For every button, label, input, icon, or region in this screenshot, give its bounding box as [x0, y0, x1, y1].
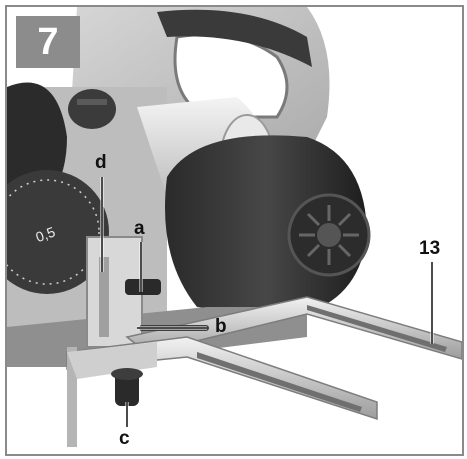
- wing-nut-top: [111, 368, 143, 380]
- depth-dial: [7, 170, 109, 294]
- guide-rail-upper-slot: [307, 305, 447, 352]
- depth-dial-label: 0,5: [33, 223, 57, 245]
- fence-locking-knob: [125, 279, 161, 295]
- depth-dial-scale: [7, 179, 100, 285]
- rotary-knob: [68, 89, 116, 129]
- guide-rail-lower-slot: [197, 352, 362, 412]
- vent-grille-hub: [317, 223, 341, 247]
- figure-number-badge: 7: [16, 16, 80, 68]
- handle-grip: [157, 9, 312, 67]
- callout-d: d: [95, 152, 107, 173]
- callout-13: 13: [419, 238, 441, 259]
- callout-c: c: [119, 428, 130, 449]
- planer-photo-illustration: 0,5: [7, 7, 462, 447]
- wing-nut: [115, 372, 139, 406]
- callout-a: a: [134, 218, 145, 239]
- fence-bracket-slot: [99, 257, 109, 337]
- rotary-knob-ridge: [77, 99, 107, 105]
- vent-slots: [299, 205, 359, 265]
- callout-b: b: [215, 316, 227, 337]
- callout-leaders-dark: [101, 177, 433, 427]
- figure-frame: 0,5 7 d a b c 13: [5, 5, 464, 456]
